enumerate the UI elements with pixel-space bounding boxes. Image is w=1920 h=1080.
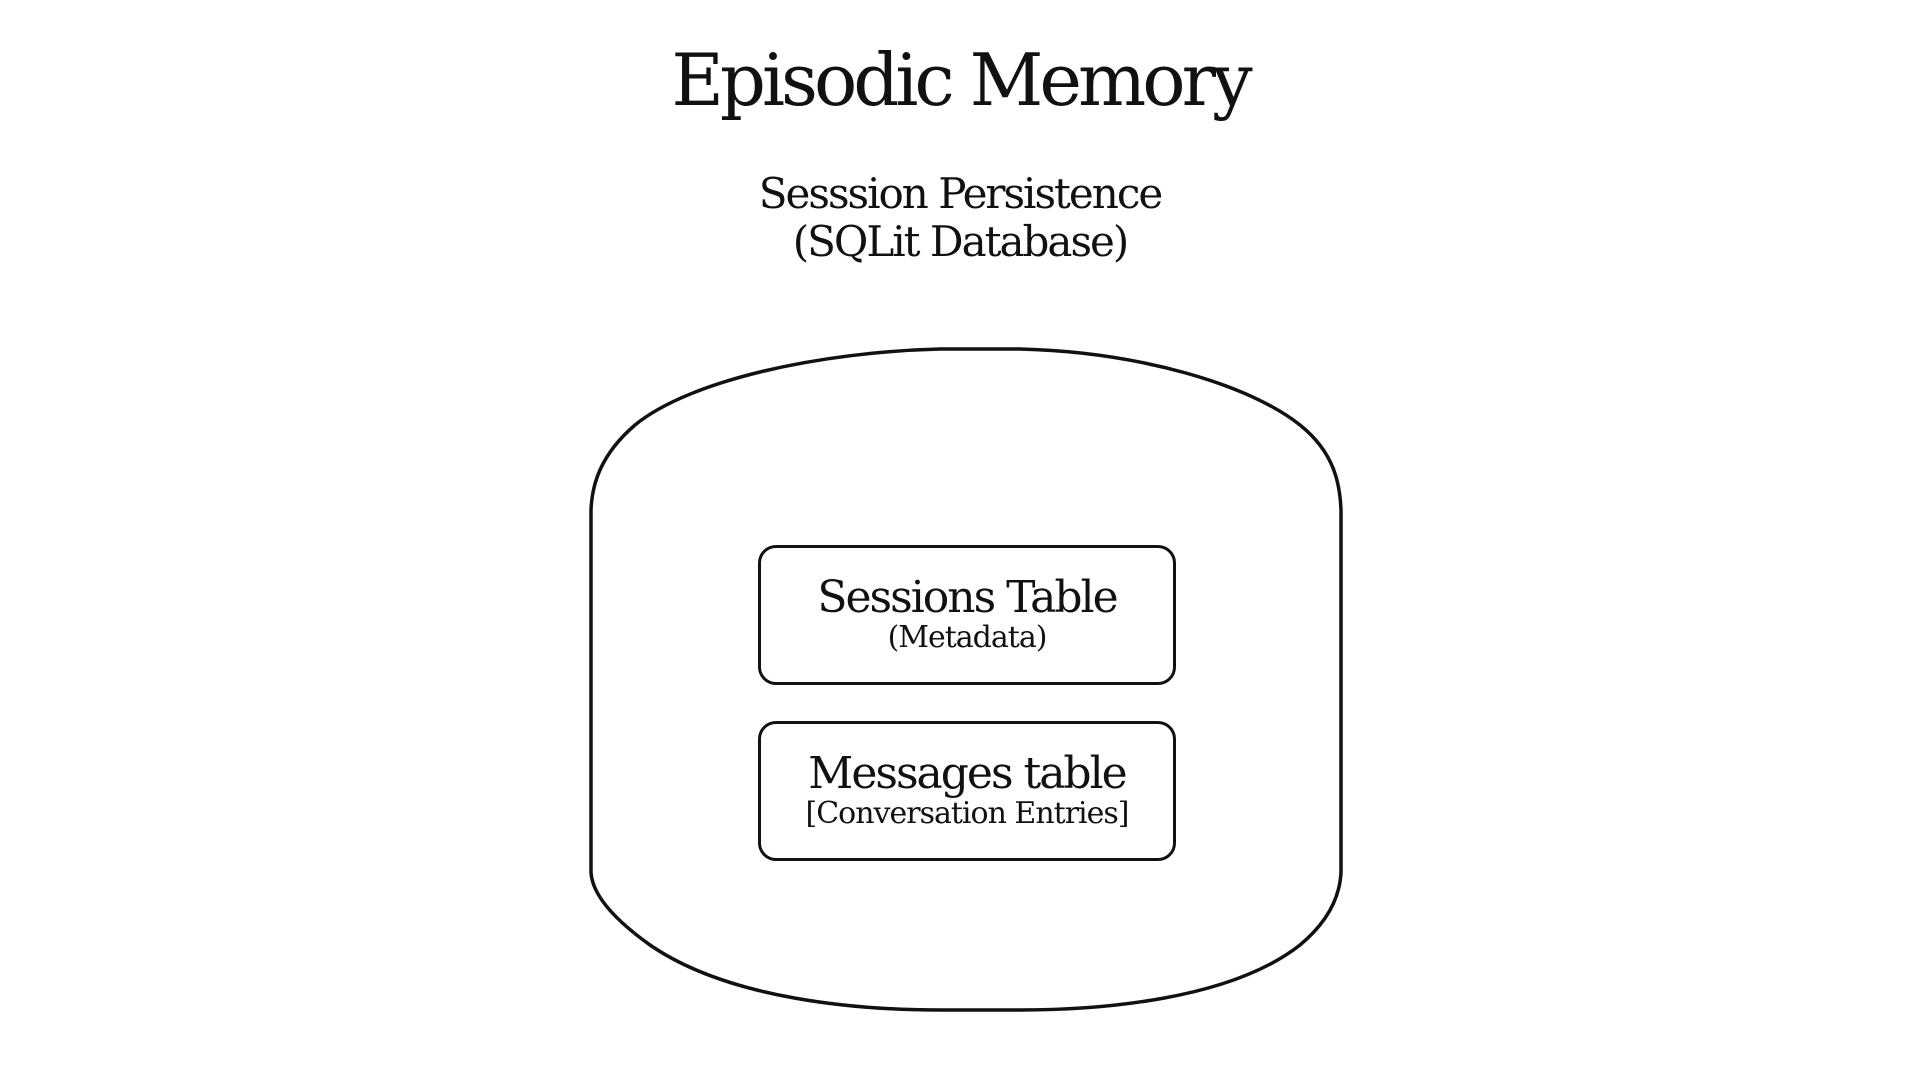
messages-table-title: Messages table: [808, 748, 1127, 799]
database-caption-line2: (SQLit Database): [792, 217, 1130, 266]
sessions-table-box: Sessions Table (Metadata): [758, 545, 1176, 685]
diagram-title: Episodic Memory: [671, 38, 1252, 122]
database-caption-line1: Sesssion Persistence: [758, 169, 1163, 218]
database-caption: Sesssion Persistence (SQLit Database): [0, 170, 1920, 266]
sessions-table-title: Sessions Table: [817, 572, 1118, 623]
database-cylinder-outline: [589, 347, 1343, 1012]
sessions-table-subtitle: (Metadata): [887, 620, 1048, 655]
messages-table-subtitle: [Conversation Entries]: [805, 796, 1130, 831]
messages-table-box: Messages table [Conversation Entries]: [758, 721, 1176, 861]
